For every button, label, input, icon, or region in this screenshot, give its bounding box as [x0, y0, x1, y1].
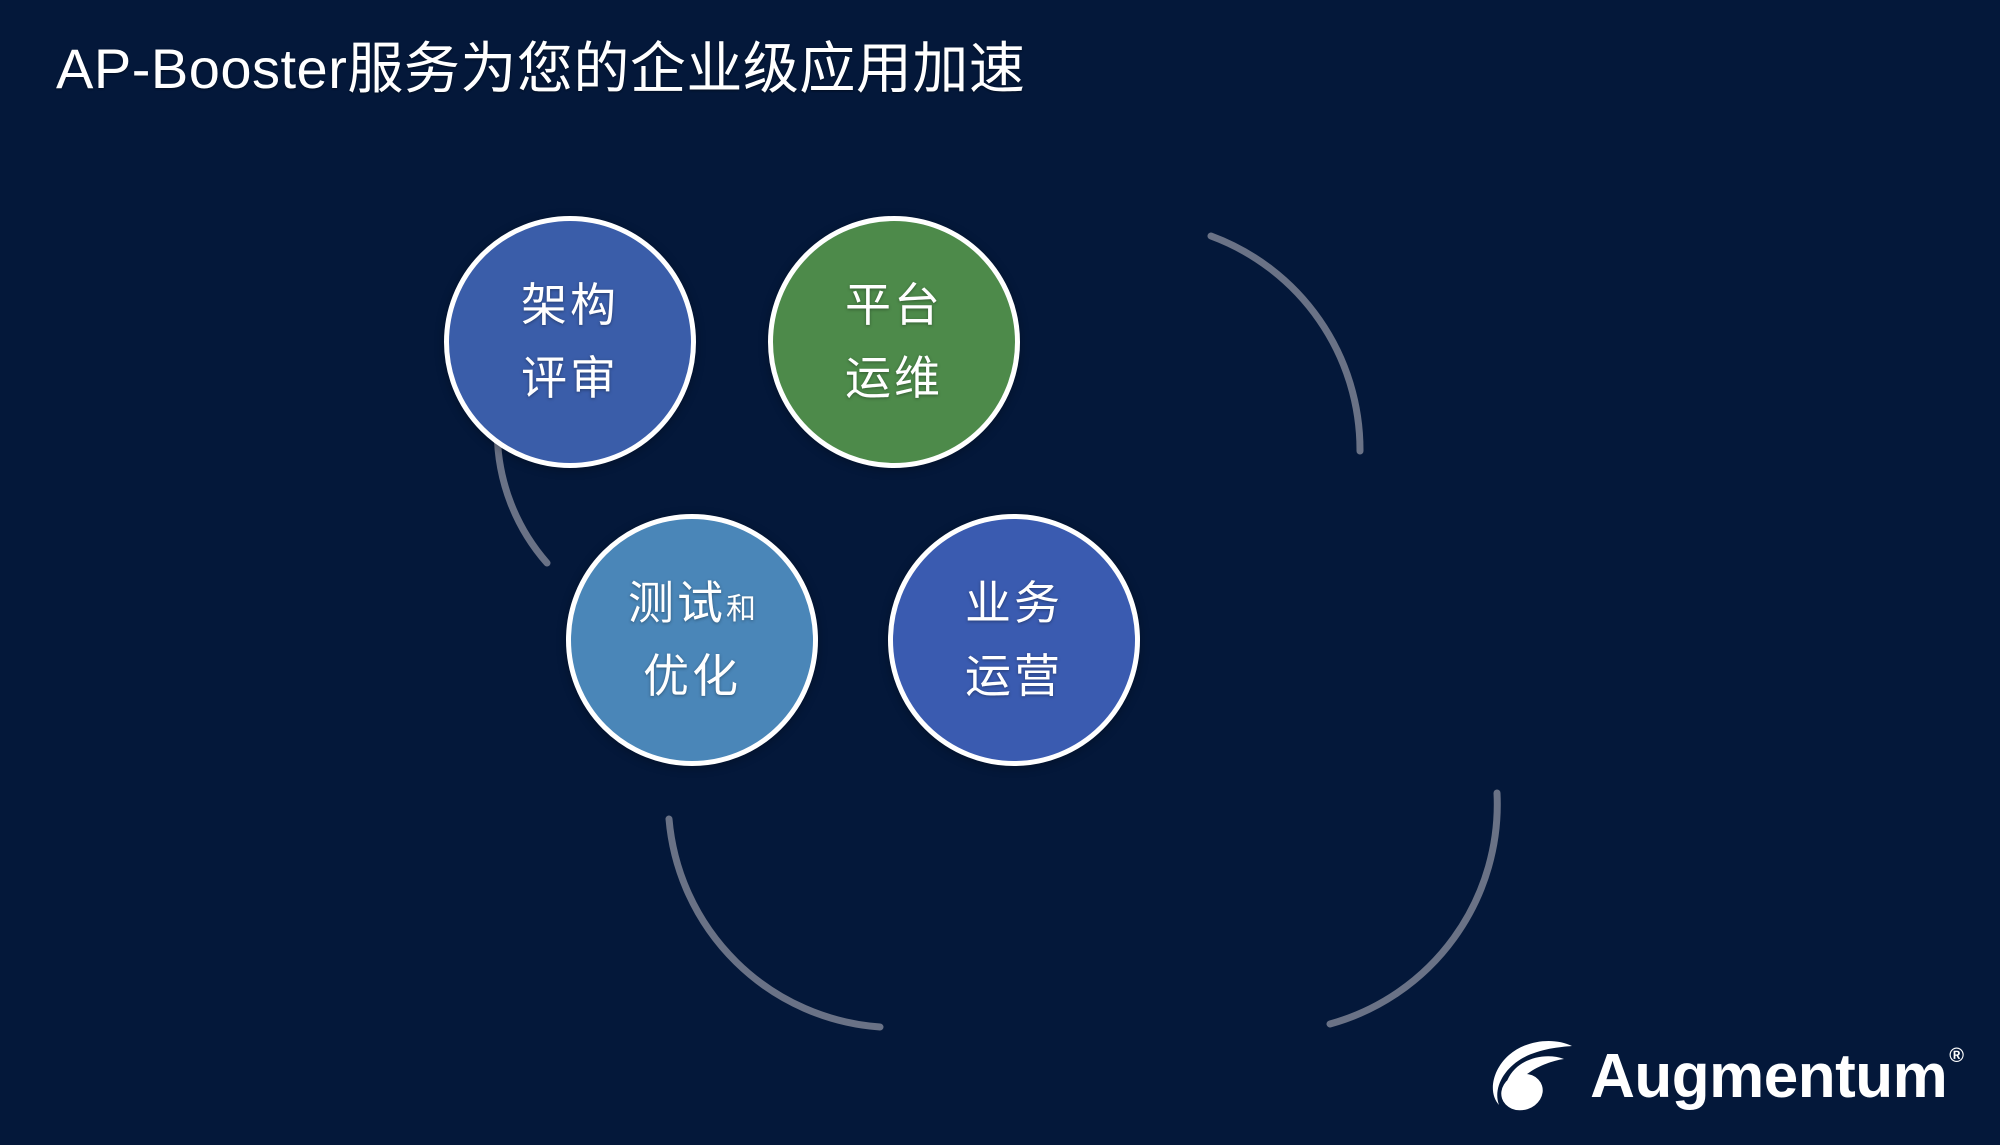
node-architecture-review-line2: 评审 [521, 352, 619, 404]
node-platform-operations-line2: 运维 [845, 352, 943, 404]
node-testing-optimization-line2: 优化 [643, 650, 741, 702]
node-business-operations-line1: 业务 [965, 577, 1063, 630]
augmentum-swirl-icon [1492, 1040, 1573, 1111]
node-architecture-review[interactable]: 架构 评审 [444, 216, 696, 468]
node-testing-optimization-line1-main: 测试 [628, 577, 726, 630]
node-business-operations[interactable]: 业务 运营 [888, 514, 1140, 766]
arc-top-right [1207, 232, 1364, 455]
registered-trademark-icon: ® [1949, 1045, 1964, 1067]
node-architecture-review-line1: 架构 [521, 279, 619, 332]
node-business-operations-line2: 运营 [965, 650, 1063, 702]
node-testing-optimization-line1-suffix: 和 [726, 593, 756, 627]
node-platform-operations[interactable]: 平台 运维 [768, 216, 1020, 468]
arc-bottom-left [665, 815, 884, 1031]
logo-wordmark: Augmentum [1590, 1042, 1948, 1111]
arc-bottom-right [1326, 789, 1501, 1028]
brand-logo: Augmentum ® [1490, 1039, 1964, 1115]
page-title: AP-Booster服务为您的企业级应用加速 [56, 37, 1026, 100]
node-testing-optimization[interactable]: 测试和 优化 [566, 514, 818, 766]
node-platform-operations-line1: 平台 [845, 279, 943, 332]
node-testing-optimization-line1: 测试和 [628, 580, 756, 627]
